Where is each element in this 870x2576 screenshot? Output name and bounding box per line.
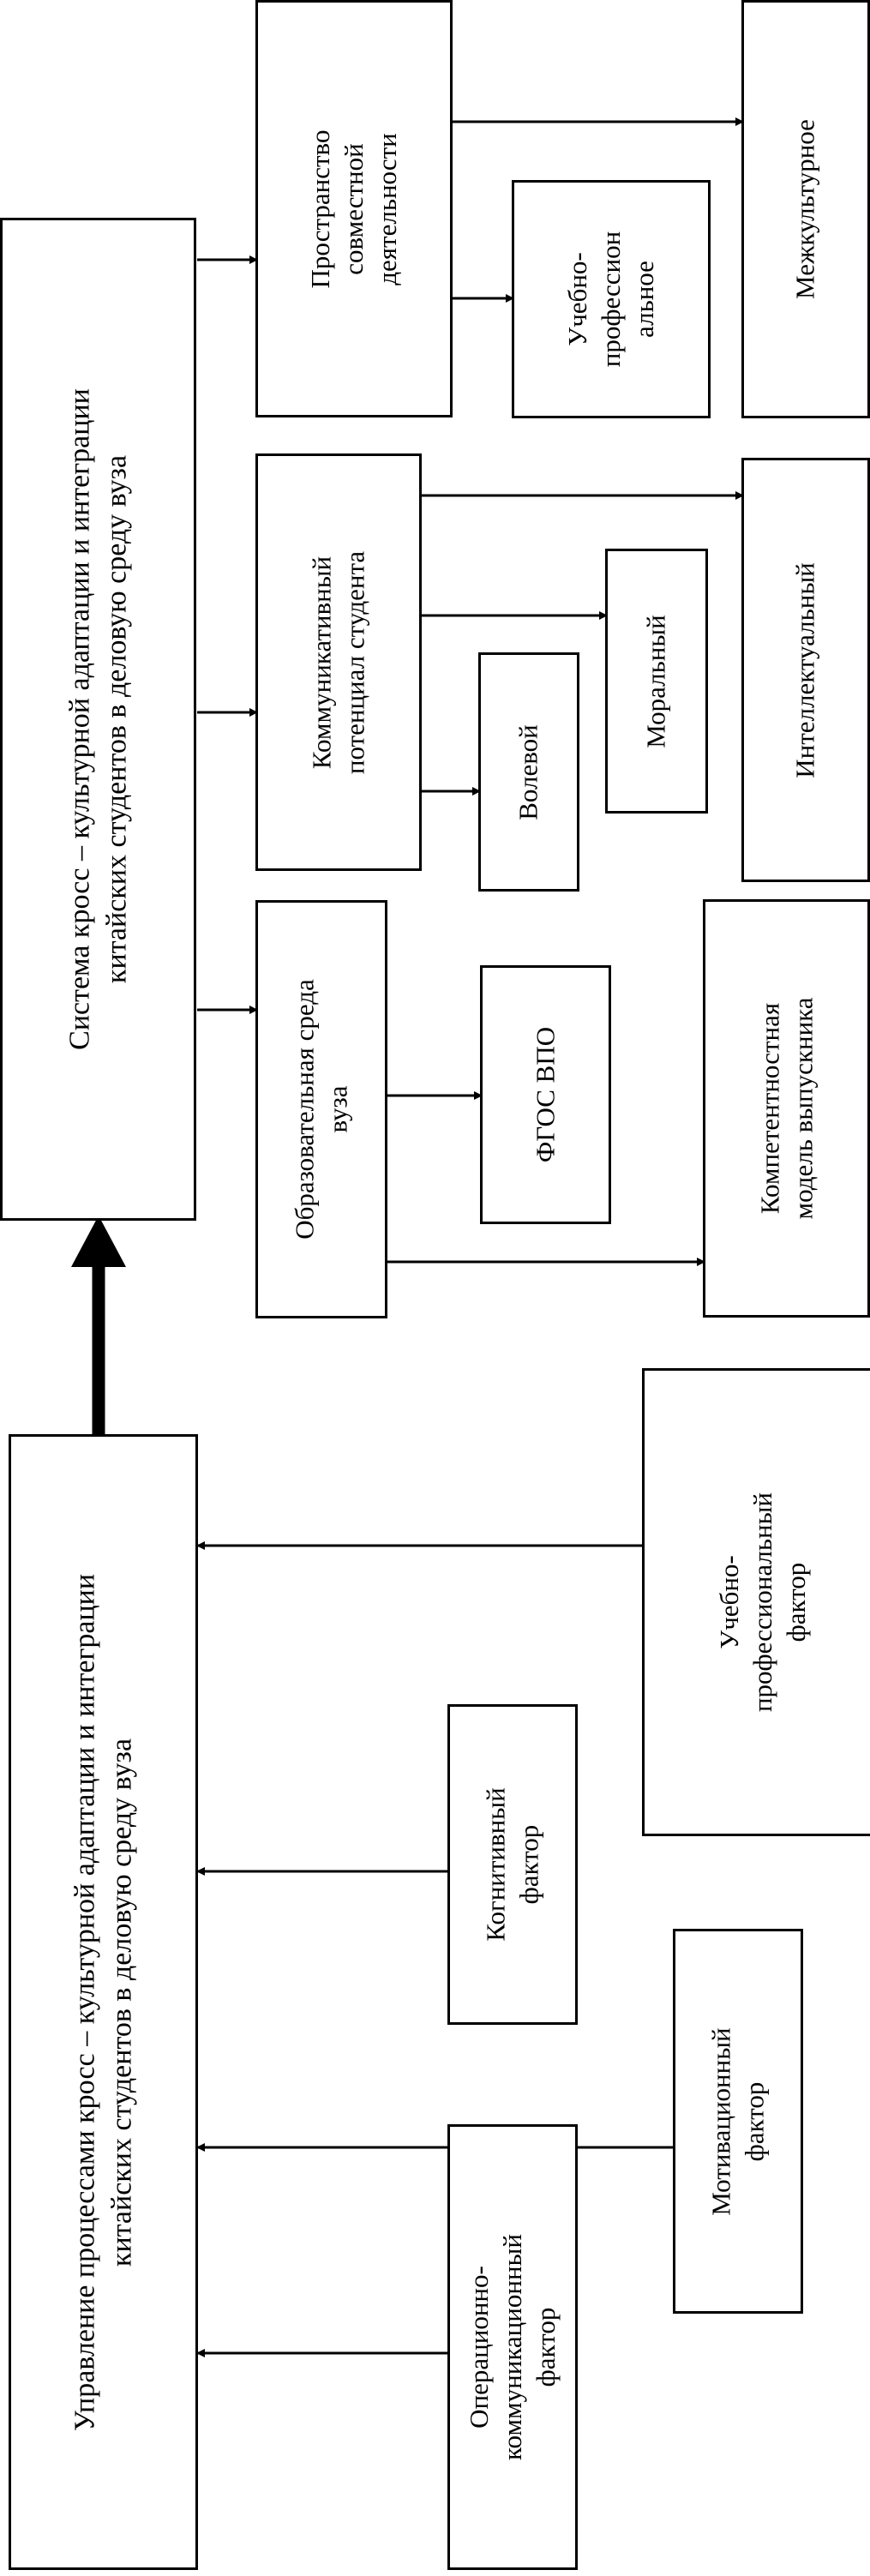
system-box: Система кросс – культурной адаптации и и… [0,218,196,1221]
factor-operational-box: Операционно- коммуникационный фактор [447,2124,578,2570]
potential-box: Коммуникативный потенциал студента [255,453,422,871]
system-label: Система кросс – культурной адаптации и и… [63,388,132,1050]
intellectual-box: Интеллектуальный [741,458,870,882]
volitional-box: Волевой [478,652,579,892]
volitional-label: Волевой [513,724,543,820]
management-box: Управление процессами кросс – культурной… [9,1434,198,2570]
main-flow-arrowhead [71,1216,126,1267]
factor-professional-box: Учебно- профессиональный фактор [642,1368,870,1836]
factor-professional-label: Учебно- профессиональный фактор [713,1492,811,1713]
moral-label: Моральный [640,614,671,748]
competence-model-label: Компетентностная модель выпускника [753,997,818,1220]
intercultural-box: Межкультурное [741,0,870,418]
management-label: Управление процессами кросс – культурной… [69,1573,137,2431]
factor-cognitive-label: Когнитивный фактор [480,1787,543,1942]
moral-box: Моральный [605,549,708,814]
educational-professional-label: Учебно- профессион альное [561,231,659,368]
fgos-box: ФГОС ВПО [480,965,611,1224]
fgos-label: ФГОС ВПО [530,1026,561,1163]
factor-cognitive-box: Когнитивный фактор [447,1704,578,2025]
factor-operational-label: Операционно- коммуникационный фактор [463,2234,561,2460]
intellectual-label: Интеллектуальный [789,561,820,778]
factor-motivational-box: Мотивационный фактор [673,1929,803,2314]
space-label: Пространство совместной деятельности [304,129,402,288]
education-env-label: Образовательная среда вуза [289,979,352,1240]
space-box: Пространство совместной деятельности [255,0,453,417]
factor-motivational-label: Мотивационный фактор [705,2027,769,2216]
competence-model-box: Компетентностная модель выпускника [703,899,870,1318]
educational-professional-box: Учебно- профессион альное [512,180,711,418]
education-env-box: Образовательная среда вуза [255,900,387,1318]
potential-label: Коммуникативный потенциал студента [306,550,369,774]
intercultural-label: Межкультурное [789,119,820,299]
